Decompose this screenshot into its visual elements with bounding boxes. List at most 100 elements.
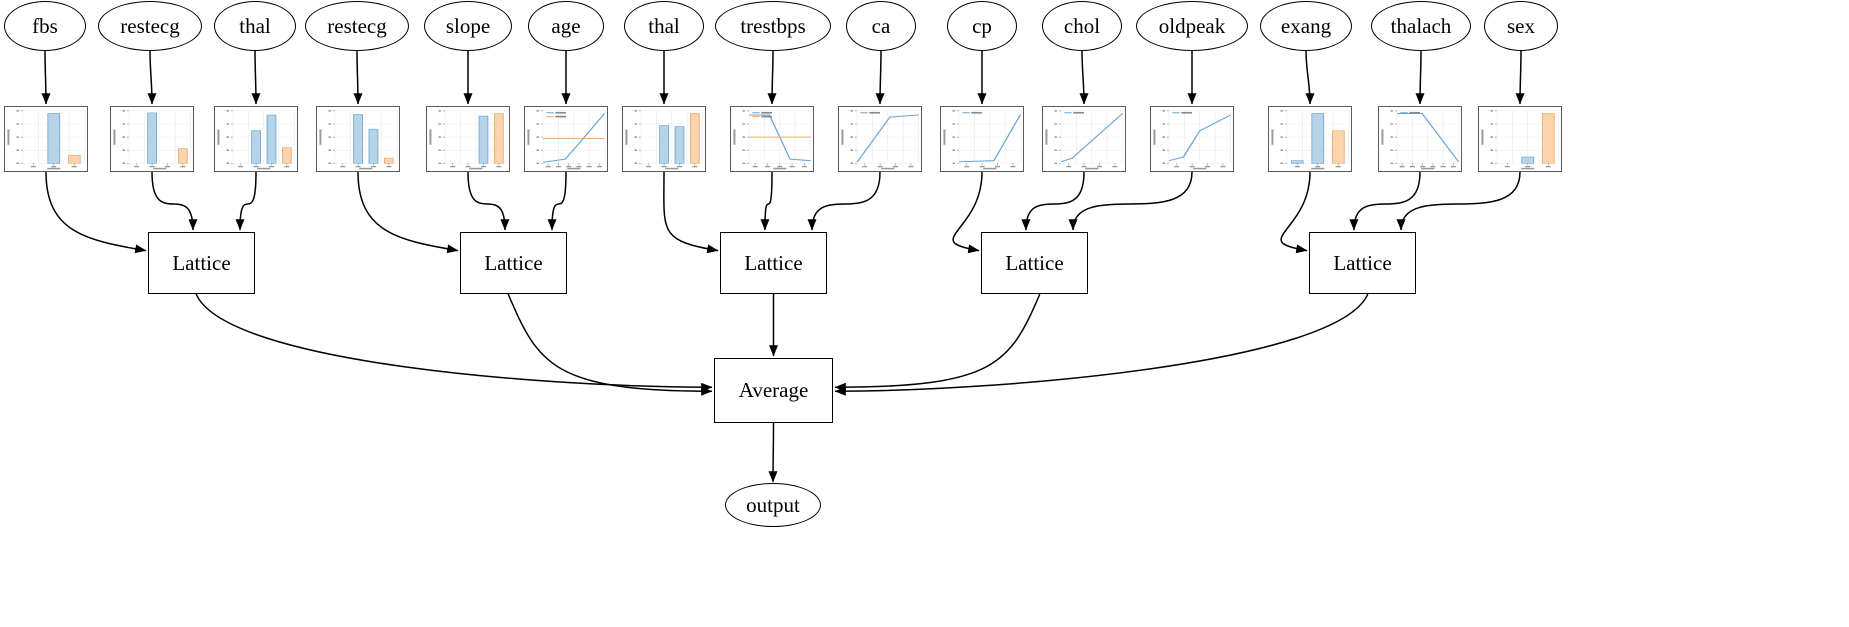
- feature-node-trestbps-7[interactable]: trestbps: [715, 1, 831, 51]
- panel-restecg-1-plot: [111, 107, 193, 171]
- panel-restecg-2[interactable]: [316, 106, 400, 172]
- feature-node-oldpeak-11[interactable]: oldpeak: [1136, 1, 1248, 51]
- feature-node-restecg-3[interactable]: restecg: [305, 1, 409, 51]
- feature-node-chol-10[interactable]: chol: [1042, 1, 1122, 51]
- edge-feature-to-panel-0: [41, 49, 51, 105]
- feature-node-sex-14[interactable]: sex: [1484, 1, 1558, 51]
- feature-node-restecg-1[interactable]: restecg: [98, 1, 202, 51]
- feature-node-label: thal: [239, 13, 271, 38]
- edge-feature-to-panel-2: [251, 49, 261, 105]
- lattice-node-2[interactable]: Lattice: [460, 232, 567, 294]
- panel-slope-plot: [427, 107, 509, 171]
- feature-node-label: chol: [1063, 13, 1101, 38]
- lattice-node-label: Lattice: [1333, 250, 1392, 275]
- feature-node-thal-6[interactable]: thal: [624, 1, 704, 51]
- feature-node-thalach-13[interactable]: thalach: [1371, 1, 1471, 51]
- panel-age[interactable]: [524, 106, 608, 172]
- lattice-node-3[interactable]: Lattice: [720, 232, 827, 294]
- feature-node-exang-12[interactable]: exang: [1260, 1, 1352, 51]
- feature-node-label: sex: [1507, 13, 1535, 38]
- lattice-node-1[interactable]: Lattice: [148, 232, 255, 294]
- edge-panel-to-lattice-7: [760, 171, 773, 231]
- lattice-node-label: Lattice: [484, 250, 543, 275]
- feature-node-label: exang: [1280, 13, 1332, 38]
- feature-node-label: thalach: [1390, 13, 1452, 38]
- panel-chol[interactable]: [1042, 106, 1126, 172]
- panel-ca[interactable]: [838, 106, 922, 172]
- average-node[interactable]: Average: [714, 358, 833, 423]
- panel-sex[interactable]: [1478, 106, 1562, 172]
- edge-lattice-to-average-4: [834, 293, 1369, 396]
- edge-feature-to-panel-10: [1079, 49, 1089, 105]
- panel-thal-1[interactable]: [214, 106, 298, 172]
- panel-restecg-2-plot: [317, 107, 399, 171]
- edge-panel-to-lattice-11: [1068, 171, 1193, 231]
- feature-node-label: restecg: [120, 13, 180, 38]
- feature-node-label: age: [551, 13, 581, 38]
- edge-panel-to-lattice-14: [1396, 171, 1521, 231]
- edge-feature-to-panel-7: [767, 49, 777, 105]
- edge-average-to-output: [768, 422, 778, 483]
- panel-trestbps-plot: [731, 107, 813, 171]
- panel-fbs-plot: [5, 107, 87, 171]
- feature-node-label: cp: [972, 13, 992, 38]
- edge-panel-to-lattice-12: [1280, 171, 1311, 254]
- feature-node-fbs-0[interactable]: fbs: [4, 1, 86, 51]
- edge-panel-to-lattice-0: [45, 171, 147, 254]
- panel-restecg-1[interactable]: [110, 106, 194, 172]
- edge-panel-to-lattice-9: [952, 171, 983, 254]
- panel-exang-plot: [1269, 107, 1351, 171]
- panel-trestbps[interactable]: [730, 106, 814, 172]
- panel-sex-plot: [1479, 107, 1561, 171]
- edge-panel-to-lattice-6: [663, 171, 719, 254]
- edge-lattice-to-average-1: [507, 293, 713, 396]
- edge-panel-to-lattice-3: [357, 171, 459, 254]
- panel-thal-2[interactable]: [622, 106, 706, 172]
- edge-feature-to-panel-8: [875, 49, 885, 105]
- edge-panel-to-lattice-8: [807, 171, 881, 231]
- edge-feature-to-panel-12: [1305, 49, 1315, 105]
- feature-node-age-5[interactable]: age: [528, 1, 604, 51]
- lattice-node-label: Lattice: [172, 250, 231, 275]
- lattice-node-5[interactable]: Lattice: [1309, 232, 1416, 294]
- edge-feature-to-panel-3: [353, 49, 363, 105]
- edge-panel-to-lattice-1: [151, 171, 198, 231]
- panel-cp[interactable]: [940, 106, 1024, 172]
- edge-lattice-to-average-0: [195, 293, 713, 392]
- panel-chol-plot: [1043, 107, 1125, 171]
- feature-node-thal-2[interactable]: thal: [214, 1, 296, 51]
- panel-fbs[interactable]: [4, 106, 88, 172]
- feature-node-ca-8[interactable]: ca: [846, 1, 916, 51]
- panel-slope[interactable]: [426, 106, 510, 172]
- panel-thalach[interactable]: [1378, 106, 1462, 172]
- edge-panel-to-lattice-10: [1021, 171, 1085, 231]
- edge-lattice-to-average-3: [834, 293, 1041, 392]
- panel-thal-2-plot: [623, 107, 705, 171]
- edge-panel-to-lattice-13: [1349, 171, 1421, 231]
- panel-cp-plot: [941, 107, 1023, 171]
- feature-node-label: trestbps: [740, 13, 806, 38]
- lattice-node-label: Lattice: [744, 250, 803, 275]
- output-node-label: output: [746, 492, 800, 517]
- panel-oldpeak-plot: [1151, 107, 1233, 171]
- panel-exang[interactable]: [1268, 106, 1352, 172]
- average-node-label: Average: [738, 378, 809, 402]
- edge-panel-to-lattice-4: [467, 171, 510, 231]
- feature-node-label: slope: [445, 13, 491, 38]
- output-node[interactable]: output: [725, 483, 821, 527]
- panel-oldpeak[interactable]: [1150, 106, 1234, 172]
- panel-thalach-plot: [1379, 107, 1461, 171]
- lattice-node-label: Lattice: [1005, 250, 1064, 275]
- edge-panel-to-lattice-5: [547, 171, 567, 231]
- feature-node-label: thal: [648, 13, 680, 38]
- edge-feature-to-panel-14: [1515, 49, 1525, 105]
- edge-feature-to-panel-1: [147, 49, 157, 105]
- feature-node-label: oldpeak: [1158, 13, 1226, 38]
- feature-node-slope-4[interactable]: slope: [424, 1, 512, 51]
- feature-node-cp-9[interactable]: cp: [947, 1, 1017, 51]
- feature-node-label: fbs: [32, 13, 58, 38]
- lattice-node-4[interactable]: Lattice: [981, 232, 1088, 294]
- panel-age-plot: [525, 107, 607, 171]
